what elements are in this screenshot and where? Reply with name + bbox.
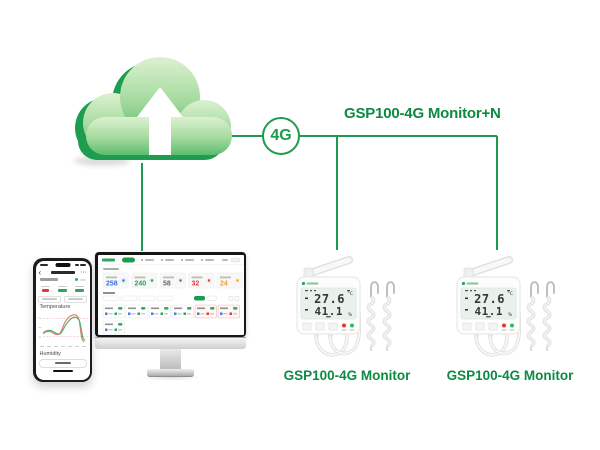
device-unit-2: 27.6 °C 41.1 % <box>443 250 568 370</box>
group-title: GSP100-4G Monitor+N <box>344 105 501 122</box>
home-indicator <box>52 369 73 372</box>
dashboard-screen: 258 240 58 <box>97 254 244 335</box>
sensor-port <box>488 333 493 337</box>
lcd-display: 27.6 °C 41.1 % <box>460 287 517 320</box>
signal-icon <box>326 316 331 318</box>
connector-line-cloud-to-monitor <box>141 163 143 251</box>
lcd-humidity-value: 41.1 <box>475 305 504 318</box>
monitor-chin <box>95 337 246 349</box>
monitor-stand-neck <box>160 349 181 369</box>
phone-device: ‹ ⋯ Temperature <box>33 258 92 382</box>
back-icon: ‹ <box>38 267 42 277</box>
external-probe-1 <box>526 281 539 351</box>
phone-device-row <box>36 277 90 283</box>
lcd-display: 27.6 °C 41.1 % <box>300 287 357 320</box>
device-buttons <box>462 322 498 331</box>
stat-value-warning: 24 <box>220 280 228 287</box>
lcd-temp-value: 27.6 <box>474 292 505 306</box>
stat-value-total: 258 <box>106 280 118 287</box>
device-buttons <box>302 322 338 331</box>
external-probe-2 <box>542 281 555 351</box>
antenna-icon <box>303 256 353 281</box>
dashboard-user-chip <box>230 257 240 262</box>
sensor-port <box>328 333 333 337</box>
device1-label: GSP100-4G Monitor <box>283 368 411 383</box>
online-status-dot <box>75 278 78 281</box>
device-unit-1: 27.6 °C 41.1 % <box>283 250 408 370</box>
4g-badge-label: 4G <box>270 127 292 144</box>
dashboard-nav-items <box>140 258 214 261</box>
stat-value-alarm: 32 <box>191 280 199 287</box>
power-led-green <box>510 323 514 328</box>
power-led-green <box>350 323 354 328</box>
device2-label: GSP100-4G Monitor <box>446 368 574 383</box>
monitor-shadow <box>140 374 202 381</box>
dashboard-active-tab <box>121 257 135 262</box>
phone-action-button <box>38 358 87 368</box>
phone-device-title-placeholder <box>50 270 75 275</box>
phone-status-bar <box>36 261 90 269</box>
phone-app-header: ‹ ⋯ <box>36 267 90 277</box>
lcd-temp-unit: °C <box>348 291 353 297</box>
stat-value-offline: 58 <box>163 280 171 287</box>
sensor-port <box>474 333 479 337</box>
humidity-series-line <box>42 316 85 341</box>
brand-logo <box>461 281 479 286</box>
external-probe-1 <box>366 281 379 351</box>
stat-value-online: 240 <box>134 280 146 287</box>
phone-screen: ‹ ⋯ Temperature <box>35 260 90 380</box>
humidity-label: Humidity <box>39 350 61 357</box>
chart-x-labels <box>36 345 90 350</box>
phone-stats-row <box>36 283 90 296</box>
lcd-temp-unit: °C <box>508 291 513 297</box>
dashboard-filter-row <box>102 291 239 301</box>
device-card-alarm <box>217 304 240 318</box>
monitor-stand-base <box>147 369 194 377</box>
upload-cloud-icon <box>68 45 238 170</box>
connector-line-device2-drop <box>496 136 498 250</box>
date-range-selectors <box>36 295 90 303</box>
temperature-chart <box>38 313 90 343</box>
lcd-temp-value: 27.6 <box>314 292 345 306</box>
device-card-alarm <box>194 304 217 318</box>
external-probe-2 <box>382 281 395 351</box>
lcd-humidity-unit: % <box>508 312 513 318</box>
lcd-humidity-unit: % <box>348 312 353 318</box>
monitor-screen: 258 240 58 <box>97 254 244 335</box>
sensor-port <box>314 333 319 337</box>
monitor-bezel: 258 240 58 <box>95 252 246 337</box>
more-menu-icon: ⋯ <box>80 269 87 276</box>
dashboard-stat-cards: 258 240 58 <box>102 272 243 288</box>
alarm-led-red <box>502 323 506 328</box>
connector-line-horizontal <box>231 135 497 137</box>
dashboard-device-cards <box>102 304 240 334</box>
signal-icon <box>486 316 491 318</box>
dashboard-search-button <box>193 295 205 300</box>
4g-badge: 4G <box>262 117 300 155</box>
desktop-monitor: 258 240 58 <box>95 252 246 377</box>
lcd-humidity-value: 41.1 <box>315 305 344 318</box>
alarm-led-red <box>342 323 346 328</box>
dashboard-logo <box>101 258 115 261</box>
upload-arrow-icon <box>137 87 183 155</box>
dynamic-island <box>55 262 70 267</box>
brand-logo <box>301 281 319 286</box>
connector-line-device1-drop <box>336 136 338 250</box>
temperature-label: Temperature <box>39 303 71 310</box>
